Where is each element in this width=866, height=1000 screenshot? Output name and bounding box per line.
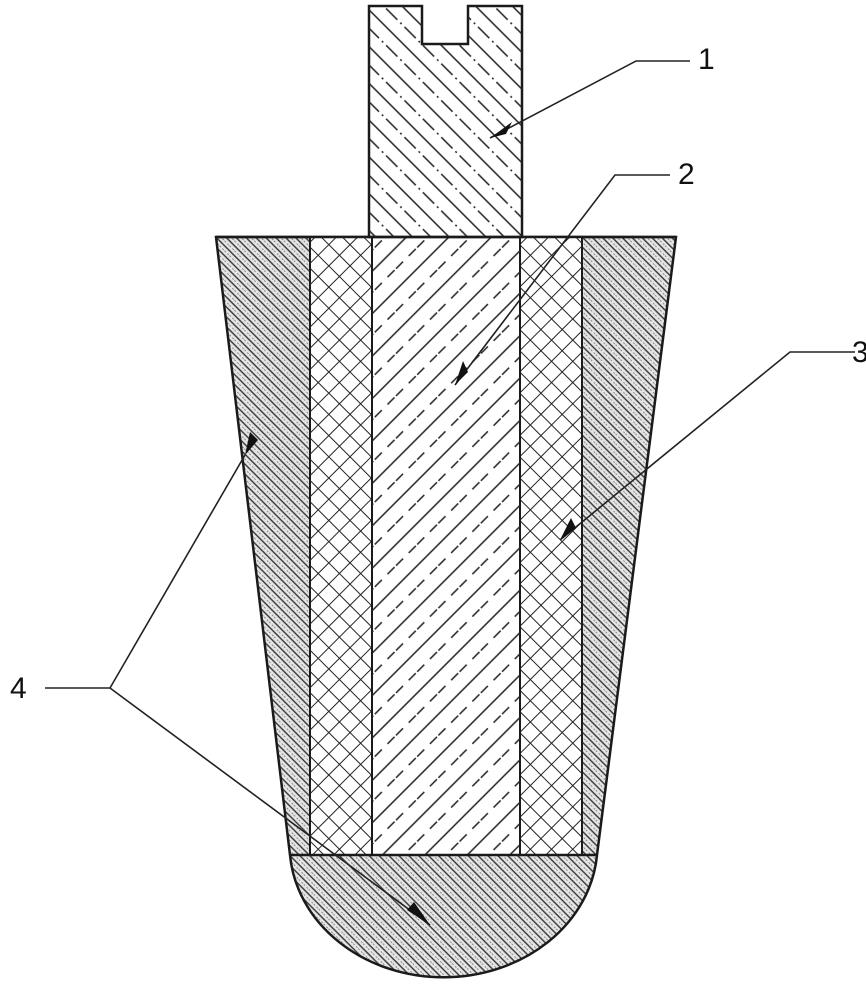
arrow-3-icon [560, 518, 576, 540]
leader-1 [489, 60, 690, 139]
label-3: 3 [852, 336, 866, 369]
stem [367, 4, 524, 239]
arrow-2-icon [455, 361, 468, 385]
arrowheads [245, 122, 576, 925]
label-1: 1 [698, 43, 715, 76]
leader-lines [45, 60, 855, 926]
arrow-1-icon [490, 122, 512, 138]
label-2: 2 [678, 158, 695, 191]
leader-4a [45, 454, 246, 689]
leader-4b [109, 687, 431, 926]
label-4: 4 [10, 672, 27, 705]
leader-3 [559, 351, 855, 541]
leader-2 [454, 174, 670, 386]
arrow-4b-icon [407, 902, 430, 925]
arrow-4a-icon [245, 432, 258, 455]
